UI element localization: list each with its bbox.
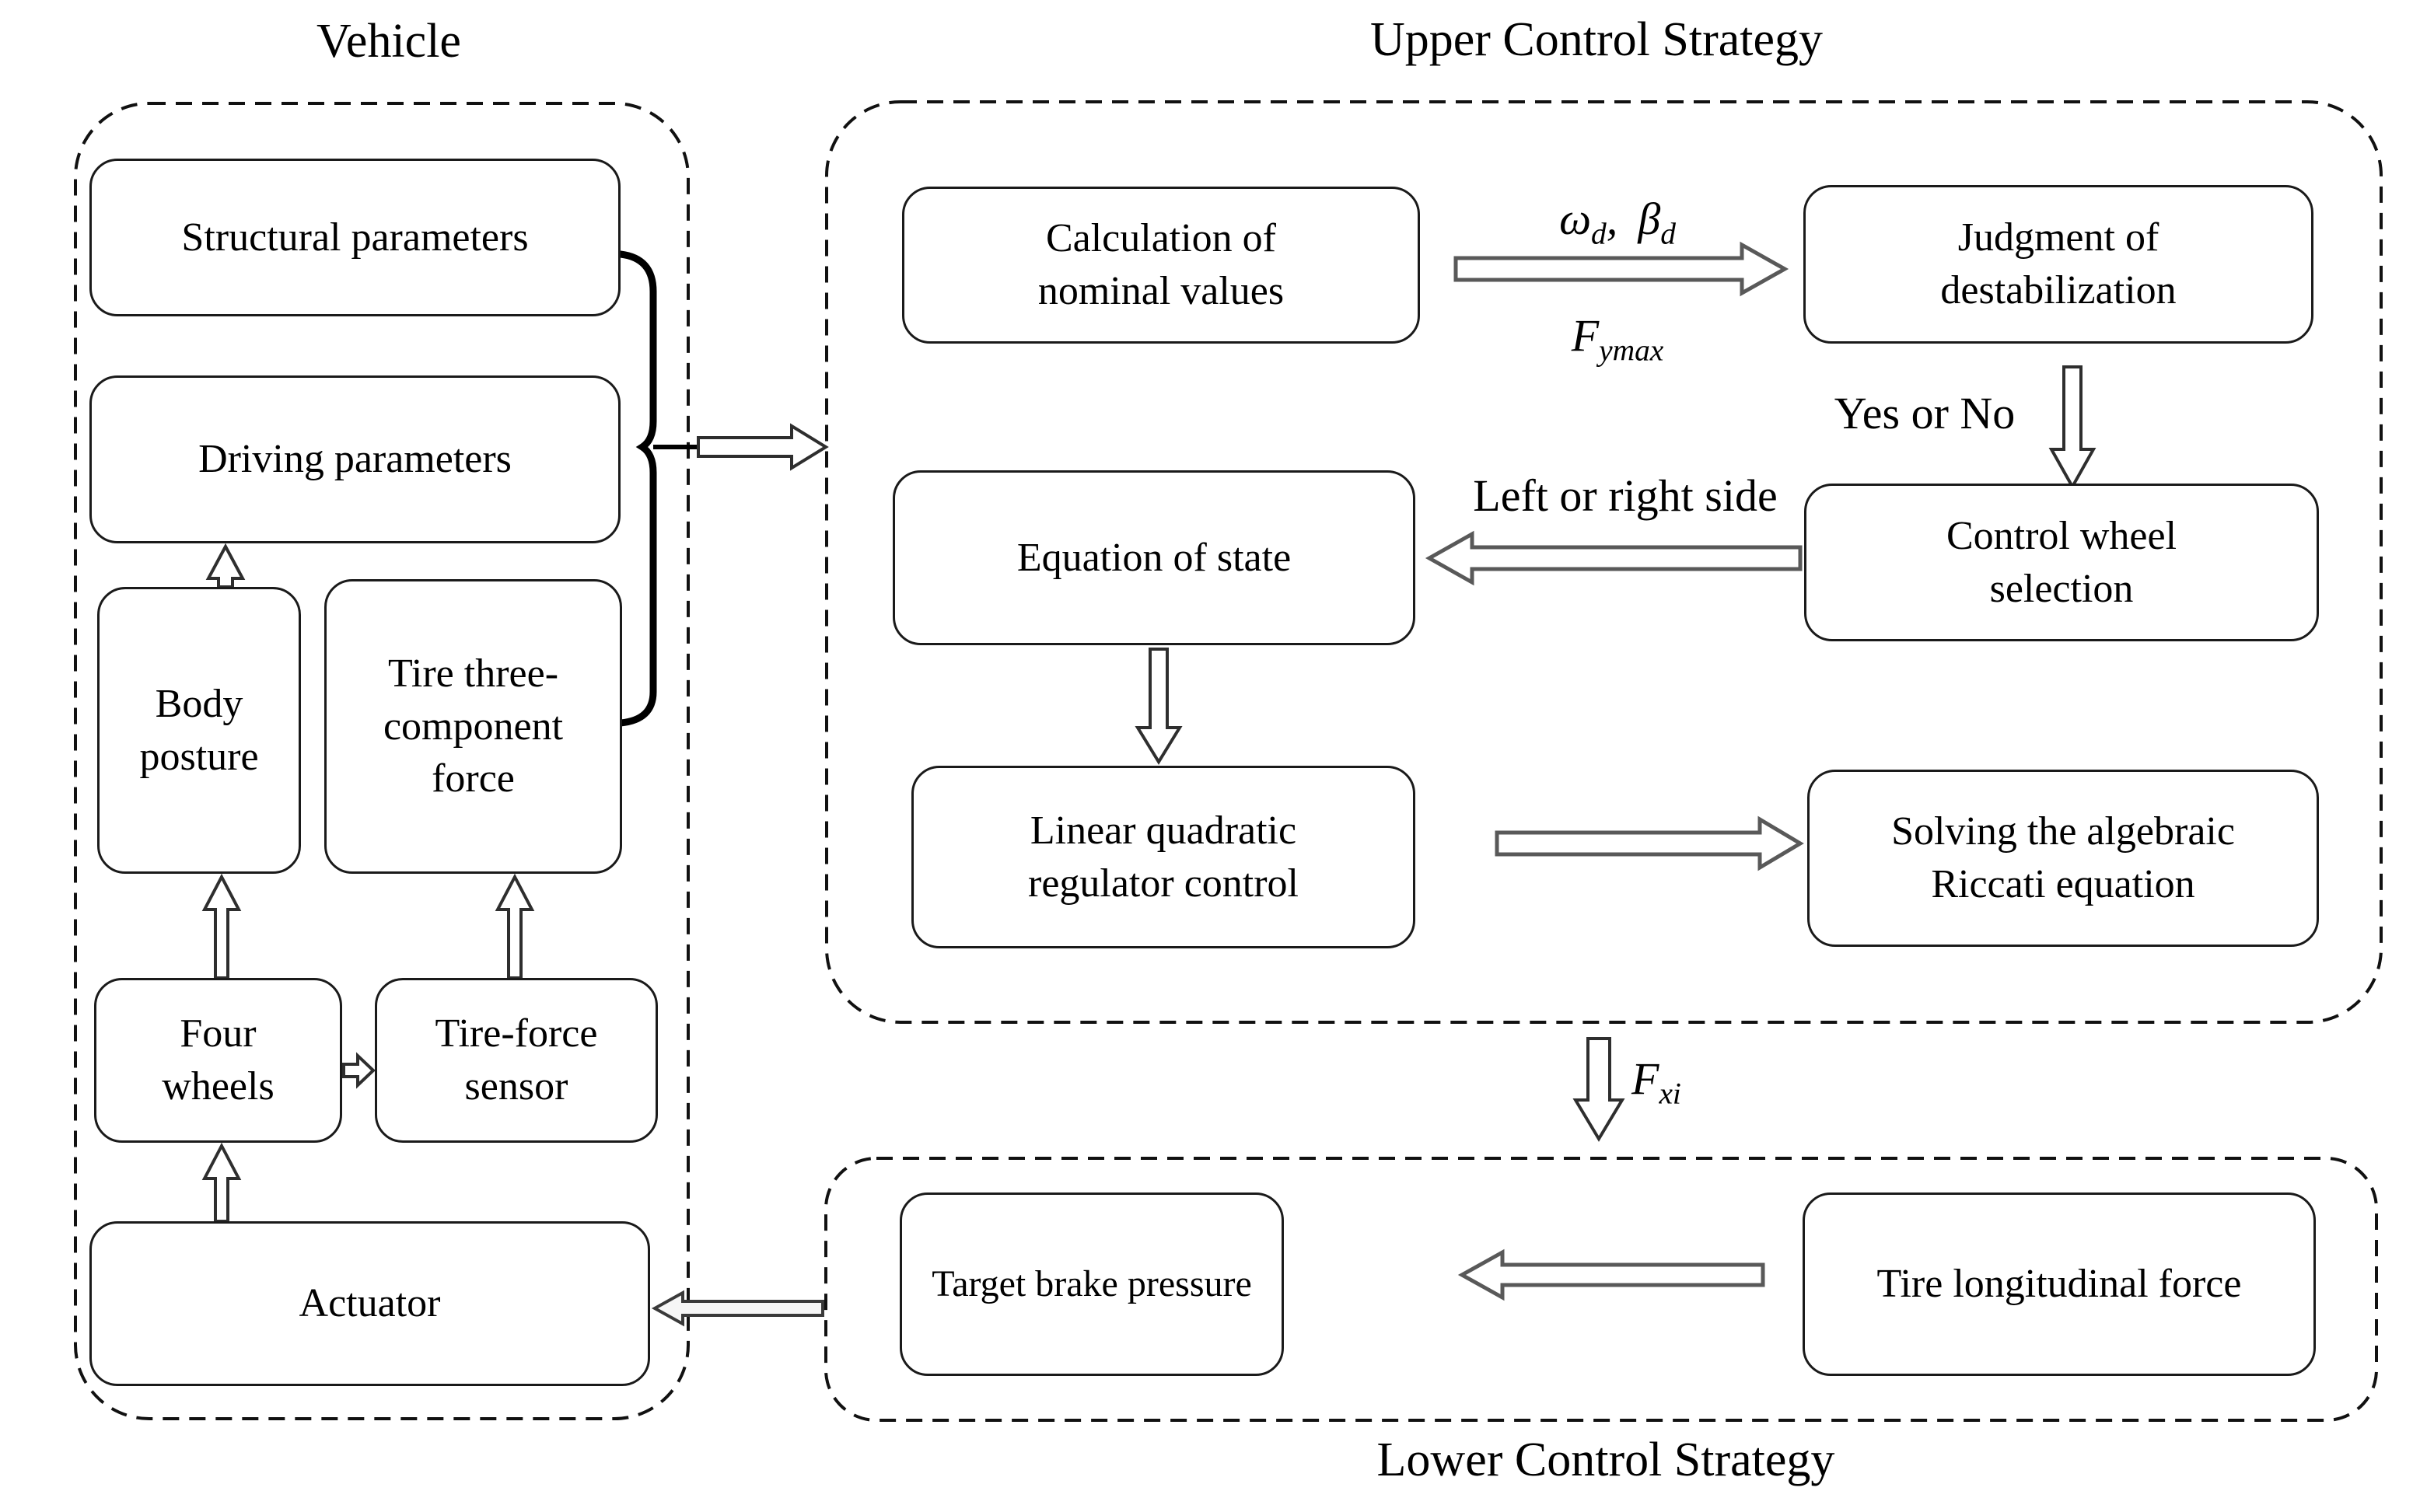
node-four-wheels-label: Four wheels	[162, 1011, 275, 1109]
node-equation-of-state-label: Equation of state	[1016, 535, 1292, 580]
omega-d-symbol: ωd	[1559, 194, 1607, 251]
beta-d-symbol: βd	[1638, 194, 1676, 251]
arrow-lqr-to-riccati	[1495, 815, 1804, 871]
arrow-actuator-to-four-wheels	[201, 1142, 242, 1223]
node-structural-parameters: Structural parameters	[89, 159, 621, 316]
node-tire-force-sensor: Tire-force sensor	[375, 978, 658, 1143]
node-solving-riccati-equation: Solving the algebraic Riccati equation	[1807, 770, 2319, 947]
fxi-symbol: Fxi	[1631, 1053, 1681, 1111]
node-control-wheel-selection-label: Control wheel selection	[1946, 513, 2177, 611]
lower-group-border	[824, 1157, 2378, 1422]
yes-or-no-label: Yes or No	[1834, 388, 2016, 438]
arrow-judgment-to-control-wheel	[2048, 365, 2097, 491]
fxi-label: Fxi	[1631, 1054, 1834, 1111]
node-judgment-destabilization: Judgment of destabilization	[1803, 185, 2313, 344]
arrow-body-posture-to-driving	[205, 543, 246, 588]
node-target-brake-pressure: Target brake pressure	[900, 1192, 1284, 1376]
arrow-four-wheels-to-sensor	[342, 1052, 376, 1089]
node-control-wheel-selection: Control wheel selection	[1804, 484, 2319, 641]
node-body-posture-label: Body posture	[139, 681, 259, 779]
node-tire-three-component-force: Tire three- component force	[324, 579, 622, 874]
node-linear-quadratic-regulator-label: Linear quadratic regulator control	[1028, 808, 1299, 906]
node-judgment-destabilization-label: Judgment of destabilization	[1940, 215, 2177, 313]
arrow-tire-longitudinal-to-target-brake	[1457, 1248, 1765, 1301]
arrow-control-wheel-to-equation	[1425, 530, 1803, 586]
vehicle-outputs-brace	[617, 250, 657, 727]
upper-group-border	[825, 100, 2383, 1024]
vehicle-group-title: Vehicle	[316, 15, 461, 68]
upper-group-title: Upper Control Strategy	[1369, 13, 1823, 66]
node-solving-riccati-equation-label: Solving the algebraic Riccati equation	[1891, 809, 2235, 906]
node-body-posture: Body posture	[97, 587, 301, 874]
node-actuator-label: Actuator	[299, 1281, 441, 1326]
fymax-symbol: Fymax	[1571, 310, 1664, 368]
arrow-equation-to-lqr	[1135, 648, 1183, 765]
label-comma: ,	[1606, 194, 1618, 244]
vehicle-group-border	[74, 102, 690, 1420]
node-tire-force-sensor-label: Tire-force sensor	[435, 1011, 598, 1109]
node-structural-parameters-label: Structural parameters	[181, 215, 529, 260]
arrow-lower-to-actuator	[651, 1290, 824, 1327]
node-actuator: Actuator	[89, 1221, 650, 1386]
node-tire-longitudinal-force-label: Tire longitudinal force	[1876, 1262, 2242, 1307]
node-calculation-nominal-values: Calculation of nominal values	[902, 187, 1420, 344]
arrow-calculation-to-judgment	[1453, 241, 1789, 297]
arrow-vehicle-to-upper	[697, 423, 829, 471]
arrow-sensor-to-tire-three	[495, 873, 535, 979]
omega-beta-label: ωd, βd	[1454, 194, 1781, 251]
left-or-right-side-label: Left or right side	[1473, 470, 1778, 521]
node-driving-parameters-label: Driving parameters	[198, 437, 512, 482]
node-equation-of-state: Equation of state	[893, 470, 1415, 645]
arrow-upper-to-lower-fxi	[1572, 1037, 1625, 1142]
fymax-label: Fymax	[1454, 311, 1781, 368]
node-four-wheels: Four wheels	[94, 978, 342, 1143]
node-tire-longitudinal-force: Tire longitudinal force	[1803, 1192, 2316, 1376]
node-calculation-nominal-values-label: Calculation of nominal values	[1037, 216, 1285, 313]
arrow-four-wheels-to-body-posture	[201, 873, 242, 979]
node-target-brake-pressure-label: Target brake pressure	[932, 1262, 1252, 1304]
node-linear-quadratic-regulator: Linear quadratic regulator control	[911, 766, 1415, 948]
node-driving-parameters: Driving parameters	[89, 375, 621, 543]
lower-group-title: Lower Control Strategy	[1376, 1433, 1835, 1486]
node-tire-three-component-force-label: Tire three- component force	[383, 651, 564, 801]
